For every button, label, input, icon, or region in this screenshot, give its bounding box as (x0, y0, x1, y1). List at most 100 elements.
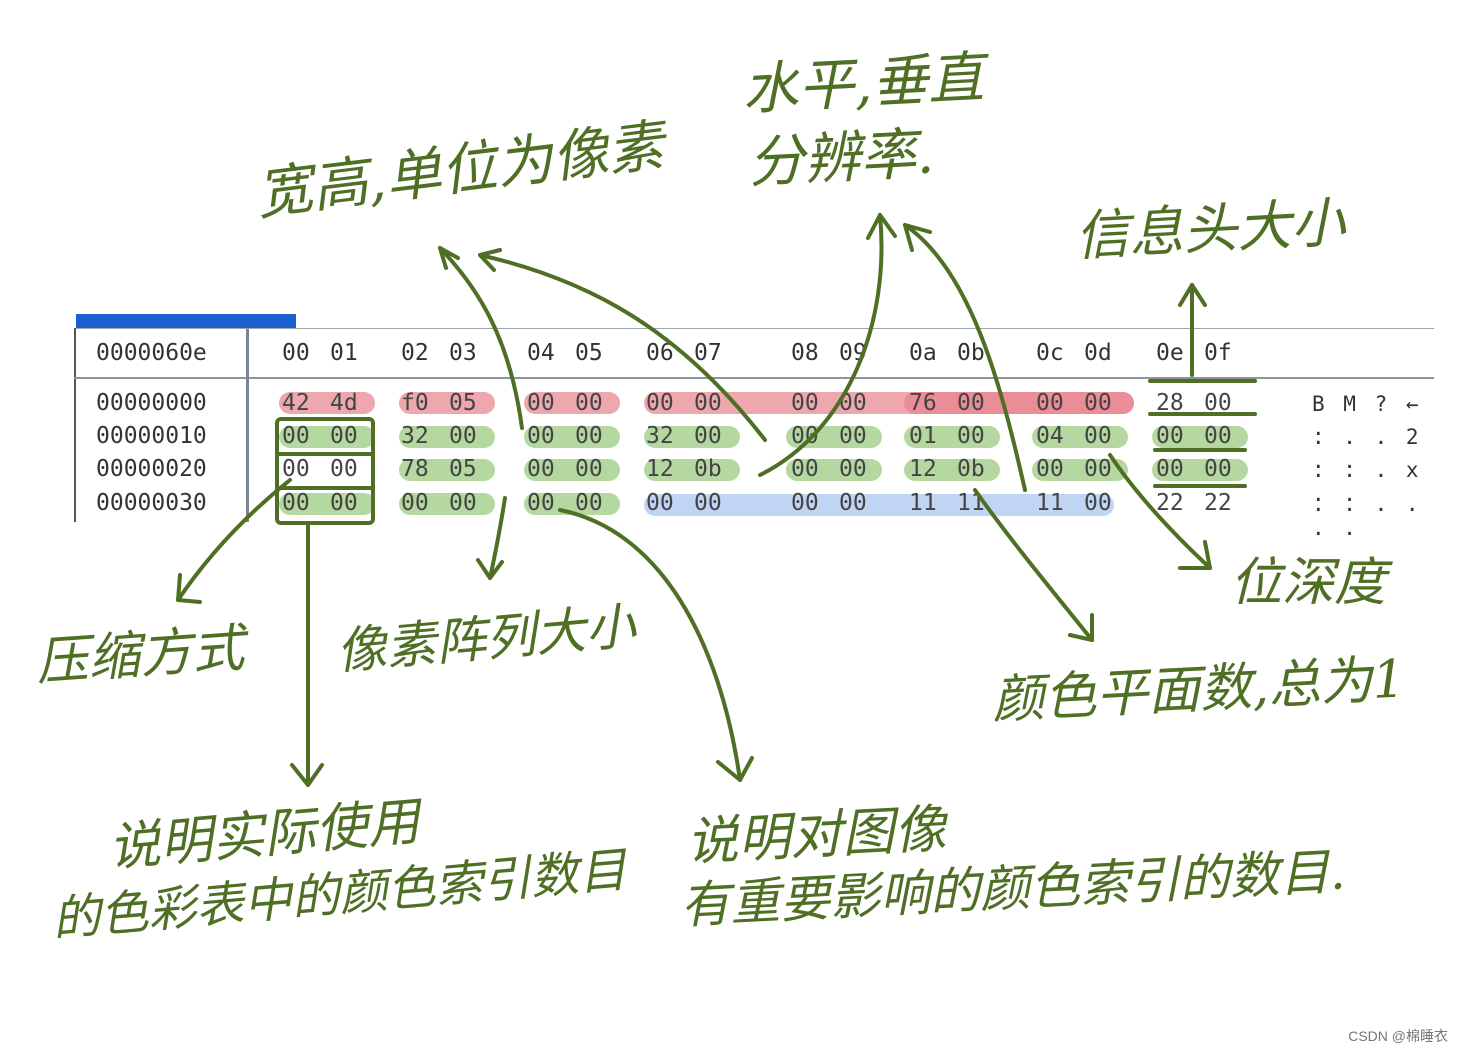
hex-byte-cell[interactable]: 00 (694, 490, 722, 516)
arrowhead (1178, 283, 1207, 307)
field-highlight-green (786, 459, 882, 481)
panel-left-border (74, 328, 76, 522)
field-highlight-green (1152, 459, 1248, 481)
field-highlight-blue (644, 494, 1114, 516)
column-header-0b: 0b (957, 340, 985, 366)
hex-byte-cell[interactable]: 00 (527, 390, 555, 416)
hex-byte-cell[interactable]: 00 (839, 490, 867, 516)
hex-byte-cell[interactable]: 00 (1204, 456, 1232, 482)
hex-byte-cell[interactable]: 00 (1156, 456, 1184, 482)
window-titlebar (76, 314, 296, 328)
hex-byte-cell[interactable]: 00 (694, 390, 722, 416)
arrow-compression (176, 478, 292, 602)
hex-byte-cell[interactable]: 28 (1156, 390, 1184, 416)
hex-byte-cell[interactable]: 00 (449, 423, 477, 449)
hex-byte-cell[interactable]: 00 (1084, 423, 1112, 449)
hex-byte-cell[interactable]: 32 (401, 423, 429, 449)
hex-byte-cell[interactable]: 00 (575, 423, 603, 449)
hex-byte-cell[interactable]: 00 (527, 423, 555, 449)
hex-byte-cell[interactable]: 00 (575, 456, 603, 482)
field-highlight-green (279, 426, 375, 448)
hex-byte-cell[interactable]: 00 (527, 490, 555, 516)
hex-byte-cell[interactable]: 0b (957, 456, 985, 482)
hex-byte-cell[interactable]: 01 (909, 423, 937, 449)
label-bit-depth: 位深度 (1230, 553, 1387, 613)
arrow-bit-depth (1108, 453, 1212, 570)
hex-byte-cell[interactable]: 05 (449, 390, 477, 416)
hex-byte-cell[interactable]: 00 (1084, 490, 1112, 516)
ascii-column-cell[interactable]: . . . . . . (1312, 492, 1422, 540)
field-highlight-green (524, 493, 620, 515)
hex-byte-cell[interactable]: f0 (401, 390, 429, 416)
row-offset: 00000020 (96, 456, 207, 482)
row-offset: 00000030 (96, 490, 207, 516)
current-offset-label: 0000060e (96, 340, 207, 366)
hex-byte-cell[interactable]: 05 (449, 456, 477, 482)
hex-byte-cell[interactable]: 00 (449, 490, 477, 516)
hex-byte-cell[interactable]: 00 (1204, 423, 1232, 449)
hex-byte-cell[interactable]: 00 (575, 490, 603, 516)
label-resolution-line2: 分辨率. (746, 121, 936, 196)
hex-byte-cell[interactable]: 00 (646, 490, 674, 516)
arrowhead (176, 573, 202, 604)
column-header-0a: 0a (909, 340, 937, 366)
ascii-column-cell[interactable]: . . . x . . (1312, 458, 1422, 506)
hex-byte-cell[interactable]: 00 (694, 423, 722, 449)
hex-byte-cell[interactable]: 00 (282, 456, 310, 482)
hex-byte-cell[interactable]: 00 (401, 490, 429, 516)
hex-byte-cell[interactable]: 76 (909, 390, 937, 416)
column-header-01: 01 (330, 340, 358, 366)
hex-byte-cell[interactable]: 4d (330, 390, 358, 416)
column-header-07: 07 (694, 340, 722, 366)
hex-byte-cell[interactable]: 00 (1084, 390, 1112, 416)
hex-byte-cell[interactable]: 00 (957, 390, 985, 416)
field-highlight-green (399, 493, 495, 515)
hex-byte-cell[interactable]: 00 (839, 423, 867, 449)
ascii-column-cell[interactable]: . . . 2 . . (1312, 425, 1422, 473)
hex-byte-cell[interactable]: 00 (1036, 456, 1064, 482)
hex-byte-cell[interactable]: 42 (282, 390, 310, 416)
hex-byte-cell[interactable]: 00 (282, 423, 310, 449)
arrowhead (866, 213, 897, 240)
hex-byte-cell[interactable]: 00 (330, 456, 358, 482)
hex-byte-cell[interactable]: 00 (1156, 423, 1184, 449)
hex-byte-cell[interactable]: 0b (694, 456, 722, 482)
column-header-03: 03 (449, 340, 477, 366)
field-highlight-green (1032, 459, 1128, 481)
hex-byte-cell[interactable]: 22 (1204, 490, 1232, 516)
column-header-00: 00 (282, 340, 310, 366)
hex-byte-cell[interactable]: 00 (646, 390, 674, 416)
header-bottom-border (74, 377, 1434, 379)
hex-byte-cell[interactable]: 00 (791, 490, 819, 516)
hex-byte-cell[interactable]: 12 (909, 456, 937, 482)
column-header-0e: 0e (1156, 340, 1184, 366)
hex-byte-cell[interactable]: 11 (1036, 490, 1064, 516)
hex-byte-cell[interactable]: 00 (791, 390, 819, 416)
hex-byte-cell[interactable]: 00 (1084, 456, 1112, 482)
hex-byte-cell[interactable]: 00 (1204, 390, 1232, 416)
hex-byte-cell[interactable]: 00 (575, 390, 603, 416)
hex-byte-cell[interactable]: 22 (1156, 490, 1184, 516)
hex-byte-cell[interactable]: 00 (330, 490, 358, 516)
hex-byte-cell[interactable]: 04 (1036, 423, 1064, 449)
arrow-planes (973, 488, 1094, 642)
hex-byte-cell[interactable]: 78 (401, 456, 429, 482)
arrow-pixel-array (488, 496, 507, 580)
label-info-header-size: 信息头大小 (1073, 190, 1347, 268)
hex-byte-cell[interactable]: 00 (791, 456, 819, 482)
hex-byte-cell[interactable]: 00 (839, 456, 867, 482)
hex-byte-cell[interactable]: 00 (282, 490, 310, 516)
hex-byte-cell[interactable]: 32 (646, 423, 674, 449)
field-highlight-green (904, 426, 1000, 448)
ascii-column-cell[interactable]: B M ? ← . (1312, 392, 1422, 440)
arrowhead (476, 558, 504, 580)
hex-byte-cell[interactable]: 00 (957, 423, 985, 449)
hex-byte-cell[interactable]: 00 (527, 456, 555, 482)
hex-byte-cell[interactable]: 00 (1036, 390, 1064, 416)
hex-byte-cell[interactable]: 11 (909, 490, 937, 516)
hex-byte-cell[interactable]: 00 (330, 423, 358, 449)
arrow-hres-to-label (758, 213, 884, 477)
column-header-05: 05 (575, 340, 603, 366)
hex-byte-cell[interactable]: 12 (646, 456, 674, 482)
